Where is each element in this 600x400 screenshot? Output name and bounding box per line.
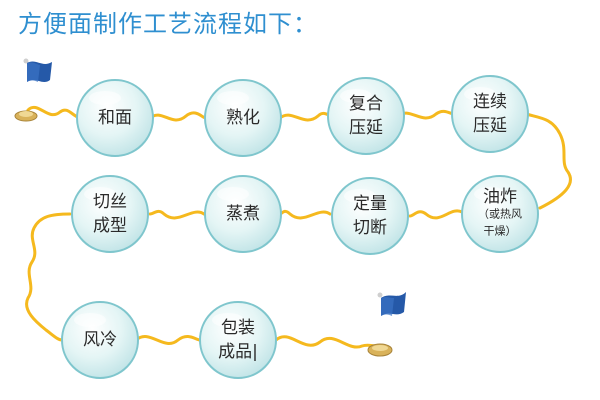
process-step-label: 熟化 bbox=[226, 107, 260, 128]
process-step-circle bbox=[451, 75, 529, 153]
process-step-circle bbox=[199, 301, 277, 379]
process-step-label: 复合 bbox=[349, 94, 383, 114]
process-step-node: 风冷 bbox=[61, 301, 139, 379]
process-step-label: （或热风 bbox=[478, 208, 522, 221]
process-step-label: 油炸 bbox=[483, 187, 517, 207]
circle-highlight bbox=[344, 189, 376, 203]
circle-highlight bbox=[217, 187, 249, 201]
circle-highlight bbox=[89, 91, 121, 105]
process-step-label: 压延 bbox=[349, 118, 383, 138]
process-step-node: 蒸煮 bbox=[204, 175, 282, 253]
process-step-label: 切丝 bbox=[93, 192, 127, 212]
process-step-circle bbox=[327, 77, 405, 155]
process-steps: 和面熟化复合压延连续压延油炸（或热风干燥）定量切断蒸煮切丝成型风冷包装成品| bbox=[61, 75, 539, 379]
process-step-circle bbox=[71, 175, 149, 253]
process-step-node: 和面 bbox=[76, 79, 154, 157]
process-step-label: 切断 bbox=[353, 218, 387, 238]
process-step-label: 连续 bbox=[473, 92, 507, 112]
circle-highlight bbox=[340, 89, 372, 103]
start-flag-icon bbox=[14, 58, 52, 122]
circle-highlight bbox=[464, 87, 496, 101]
process-step-label: 成品| bbox=[218, 342, 258, 362]
process-step-label: 成型 bbox=[93, 216, 127, 236]
process-step-label: 压延 bbox=[473, 116, 507, 136]
process-step-label: 包装 bbox=[221, 318, 255, 338]
process-step-circle bbox=[331, 177, 409, 255]
process-step-label: 干燥） bbox=[484, 225, 517, 238]
wavy-connector-path bbox=[25, 106, 572, 349]
process-step-label: 蒸煮 bbox=[226, 204, 260, 224]
circle-highlight bbox=[474, 187, 506, 201]
circle-highlight bbox=[84, 187, 116, 201]
page-title: 方便面制作工艺流程如下： bbox=[18, 10, 318, 38]
circle-highlight bbox=[217, 91, 249, 105]
circle-highlight bbox=[74, 313, 106, 327]
finish-flag-icon bbox=[367, 292, 406, 357]
process-step-label: 风冷 bbox=[83, 330, 117, 350]
process-step-node: 熟化 bbox=[204, 79, 282, 157]
process-step-label: 定量 bbox=[353, 194, 387, 214]
circle-highlight bbox=[212, 313, 244, 327]
process-step-label: 和面 bbox=[98, 108, 132, 128]
